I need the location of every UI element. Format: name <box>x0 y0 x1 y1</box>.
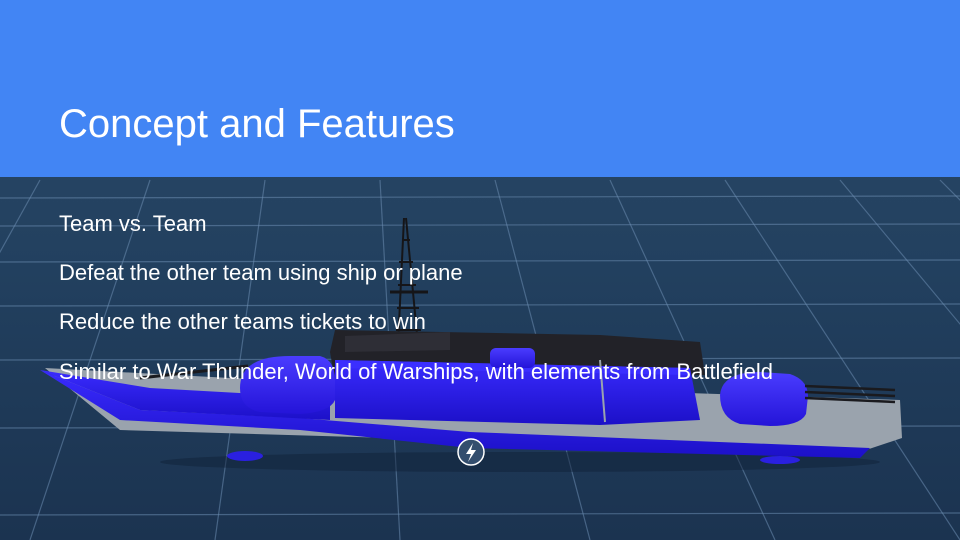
slide-title: Concept and Features <box>59 102 455 146</box>
bullet-item: Similar to War Thunder, World of Warship… <box>59 359 774 384</box>
bullet-item: Defeat the other team using ship or plan… <box>59 260 463 285</box>
lightning-badge-icon <box>457 438 485 466</box>
bullet-item: Reduce the other teams tickets to win <box>59 309 426 334</box>
title-bar: Concept and Features <box>0 0 960 177</box>
warship-model <box>40 217 902 472</box>
bullet-item: Team vs. Team <box>59 211 207 236</box>
